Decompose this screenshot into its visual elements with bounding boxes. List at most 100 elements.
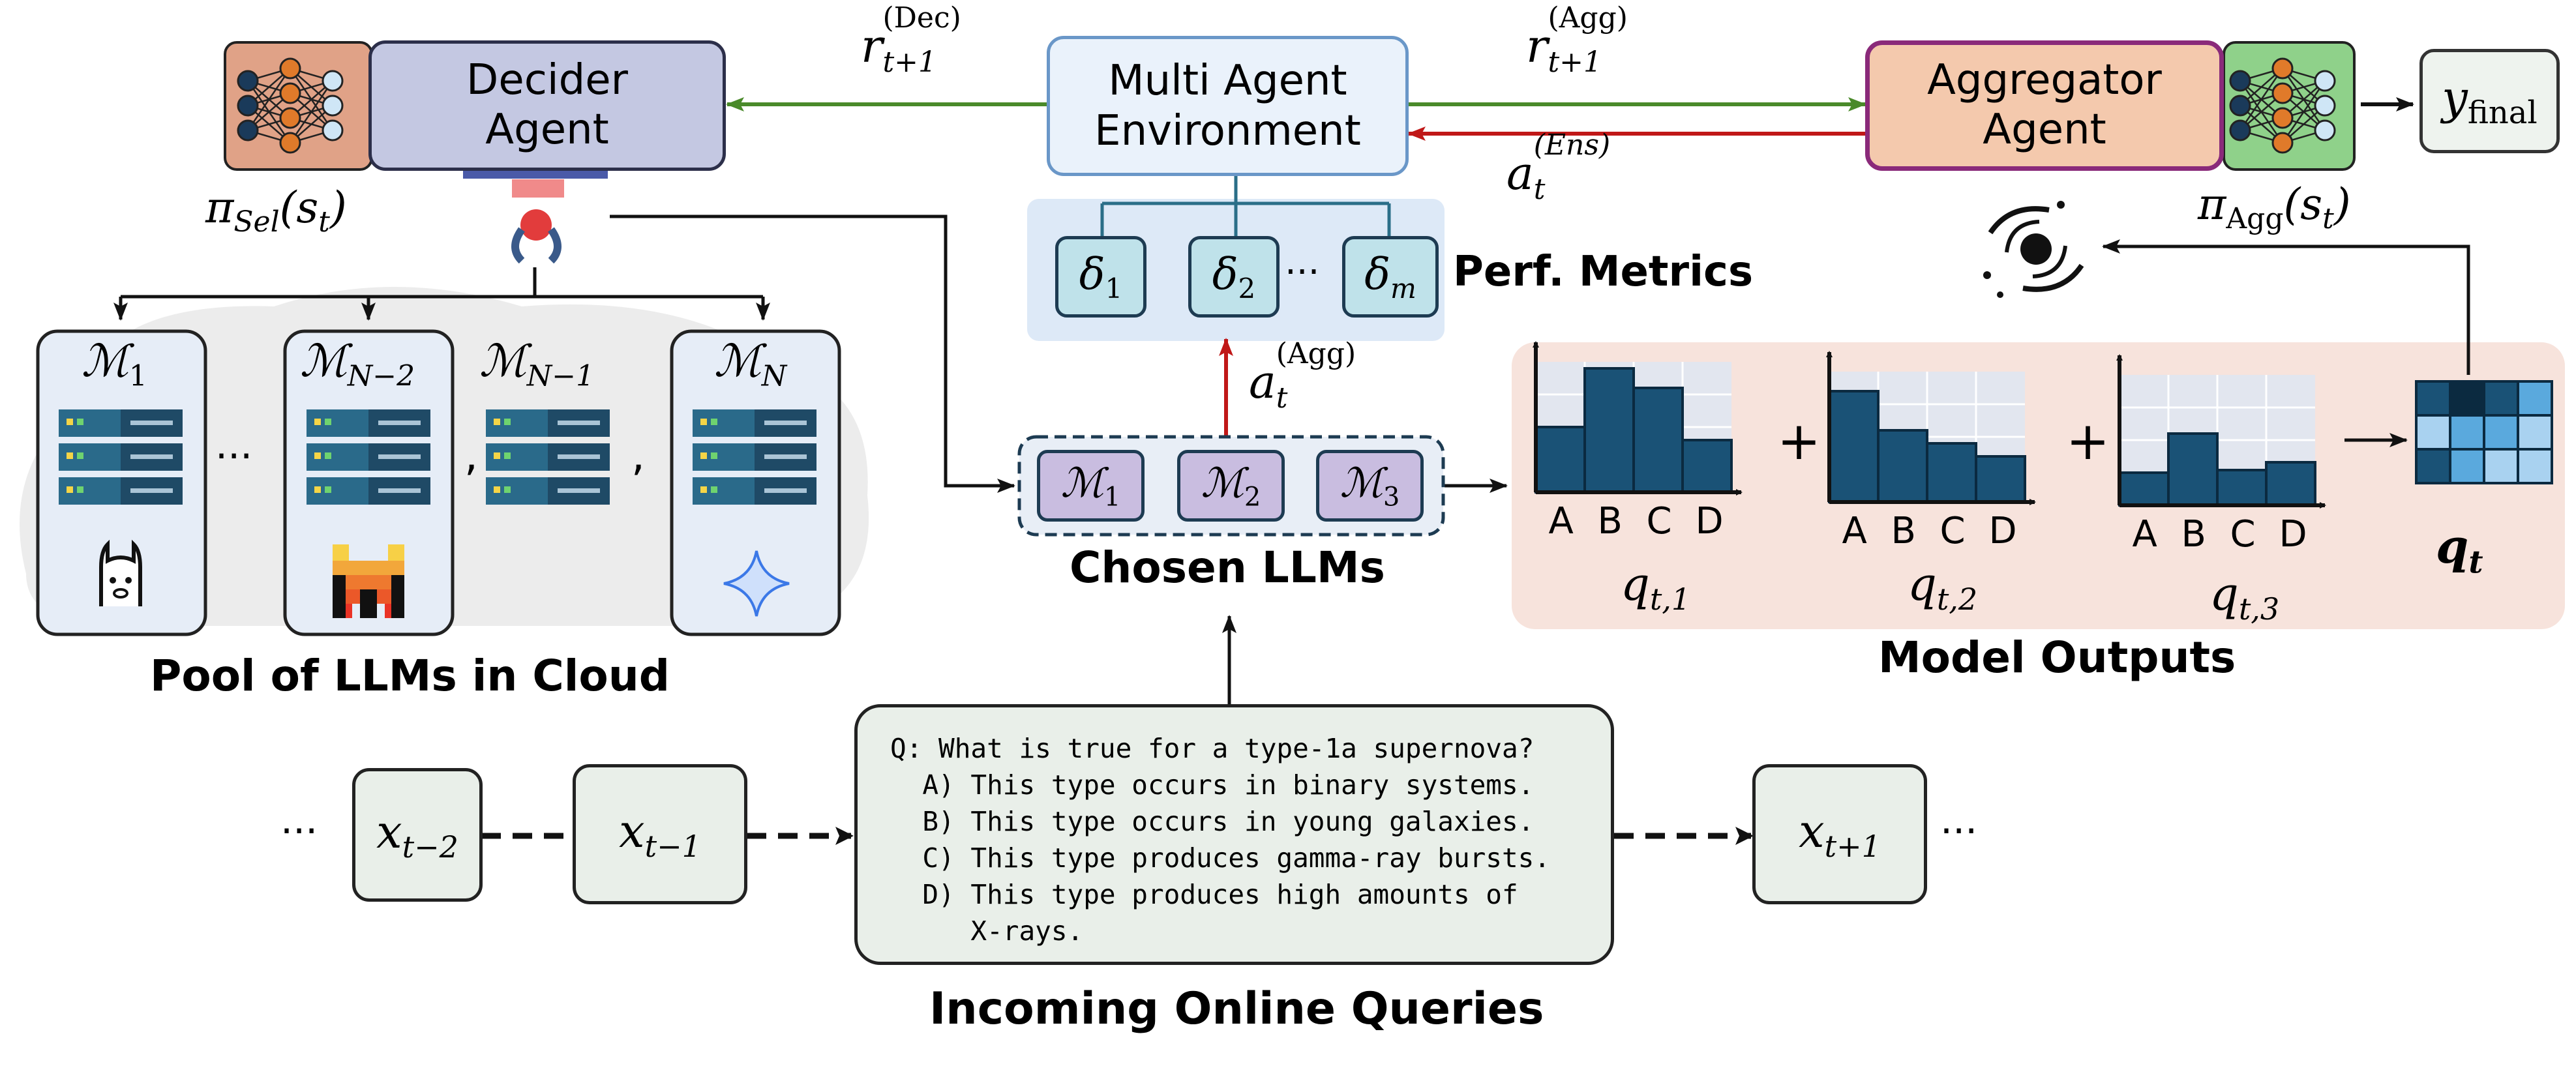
query-line-3: C) This type produces gamma-ray bursts. (890, 842, 1551, 874)
output-charts (1533, 341, 2326, 509)
pool-ellipsis: ··· (215, 434, 253, 479)
bar-3-B (2167, 432, 2219, 507)
category-label-2-A: A (1842, 510, 1867, 552)
bar-2-A (1828, 390, 1880, 503)
metric-box-m[interactable]: δm (1342, 236, 1439, 318)
query-box-t+1[interactable]: xt+1 (1752, 764, 1927, 904)
output-chart-1 (1533, 341, 1743, 496)
environment-label: Multi Agent Environment (1094, 56, 1361, 155)
metric-box-2[interactable]: δ2 (1188, 236, 1280, 318)
query-box-t-2[interactable]: xt−2 (352, 768, 483, 902)
current-query-box[interactable]: Q: What is true for a type-1a supernova?… (854, 704, 1614, 965)
pool-model-label-1: ℳ1 (82, 336, 147, 393)
chosen-model-3[interactable]: ℳ3 (1316, 450, 1424, 522)
environment-box[interactable]: Multi Agent Environment (1047, 36, 1409, 176)
query-ellipsis-left: ··· (280, 808, 318, 854)
category-label-3-D: D (2279, 513, 2307, 555)
output-chart-3 (2116, 354, 2326, 509)
pool-model-label-n-1: ℳN−1 (479, 336, 595, 393)
category-label-3-C: C (2230, 513, 2256, 555)
decider-agent-label: Decider Agent (466, 56, 628, 154)
y-final-label: yfinal (2442, 71, 2538, 131)
bar-2-C (1926, 442, 1977, 503)
metrics-ellipsis: ··· (1285, 251, 1320, 293)
metrics-tree (1100, 175, 1391, 238)
matrix-cell (2415, 380, 2451, 417)
ensemble-action-label: a(Ens)t (1506, 128, 1611, 206)
bar-1-A (1535, 426, 1586, 494)
category-label-1-D: D (1695, 500, 1724, 542)
reward-dec-label: r(Dec)t+1 (861, 1, 961, 79)
matrix-cell (2483, 448, 2519, 484)
query-line-2: B) This type occurs in young galaxies. (890, 806, 1535, 837)
category-label-3-B: B (2181, 513, 2206, 555)
category-label-2-D: D (1988, 510, 2017, 552)
agg-action-label: a(Agg)t (1249, 337, 1356, 415)
mistral-icon (333, 544, 404, 618)
server-icon-n-2 (307, 409, 430, 505)
matrix-label: qt (2436, 518, 2483, 581)
matrix-cell (2517, 414, 2553, 451)
server-icon-n (693, 409, 816, 505)
output-label-2: qt,2 (1908, 557, 1978, 617)
category-label-2-B: B (1891, 510, 1916, 552)
server-icons (59, 409, 816, 505)
galaxy-icon (1983, 201, 2084, 298)
category-label-3-A: A (2132, 513, 2157, 555)
selection-arrow (610, 215, 1015, 493)
query-ellipsis-right: ··· (1940, 808, 1978, 854)
matrix-cell (2449, 380, 2485, 417)
bar-2-D (1975, 455, 2026, 503)
pool-tree (113, 267, 770, 321)
pool-comma-2: , (631, 430, 645, 481)
matrix-cell (2483, 380, 2519, 417)
output-chart-2 (1826, 351, 2036, 505)
query-line-4: D) This type produces high amounts of (890, 879, 1518, 910)
bar-1-C (1632, 387, 1684, 494)
output-label-3: qt,3 (2209, 567, 2280, 627)
matrix-cell (2415, 414, 2451, 451)
matrix-cell (2517, 380, 2553, 417)
server-icon-n-1 (486, 409, 610, 505)
aggregator-neural-network-icon (2229, 57, 2336, 154)
model-outputs-title: Model Outputs (1878, 632, 2236, 683)
pool-model-label-n: ℳN (714, 336, 787, 393)
gripper-icon (463, 170, 608, 264)
server-icon-1 (59, 409, 183, 505)
category-label-1-B: B (1597, 500, 1623, 542)
aggregator-agent-box[interactable]: Aggregator Agent (1865, 40, 2224, 171)
aggregator-agent-label: Aggregator Agent (1927, 56, 2162, 154)
sparkle-icon (723, 550, 790, 617)
metrics-title: Perf. Metrics (1453, 248, 1754, 296)
matrix-cell (2449, 448, 2485, 484)
aggregator-policy-label: πAgg(st) (2198, 179, 2351, 236)
pool-model-label-n-2: ℳN−2 (300, 336, 415, 393)
queries-title: Incoming Online Queries (929, 983, 1544, 1035)
bar-3-A (2118, 471, 2170, 507)
plus-sign-1: + (1777, 411, 1821, 471)
query-line-1: A) This type occurs in binary systems. (890, 769, 1535, 801)
query-line-5: X-rays. (890, 915, 1084, 947)
pool-title: Pool of LLMs in Cloud (150, 651, 670, 701)
bar-3-C (2216, 469, 2268, 507)
pool-comma-1: , (464, 430, 478, 481)
matrix-cell (2483, 414, 2519, 451)
query-box-t-1[interactable]: xt−1 (573, 764, 747, 904)
category-label-1-C: C (1646, 500, 1672, 542)
query-line-0: Q: What is true for a type-1a supernova? (890, 733, 1535, 764)
ensemble-matrix (2415, 380, 2553, 484)
reward-agg-label: r(Agg)t+1 (1526, 1, 1628, 79)
chosen-model-2[interactable]: ℳ2 (1177, 450, 1285, 522)
category-label-2-C: C (1939, 510, 1966, 552)
chosen-model-1[interactable]: ℳ1 (1037, 450, 1145, 522)
decider-neural-network-icon (237, 57, 344, 154)
bar-1-B (1583, 367, 1635, 494)
matrix-cell (2449, 414, 2485, 451)
decider-policy-label: πSel(st) (205, 183, 347, 239)
matrix-to-aggregator-arrow (2102, 239, 2470, 375)
final-output-box[interactable]: yfinal (2419, 49, 2560, 153)
decider-agent-box[interactable]: Decider Agent (368, 40, 726, 171)
category-label-1-A: A (1548, 500, 1574, 542)
metric-box-1[interactable]: δ1 (1055, 236, 1146, 318)
